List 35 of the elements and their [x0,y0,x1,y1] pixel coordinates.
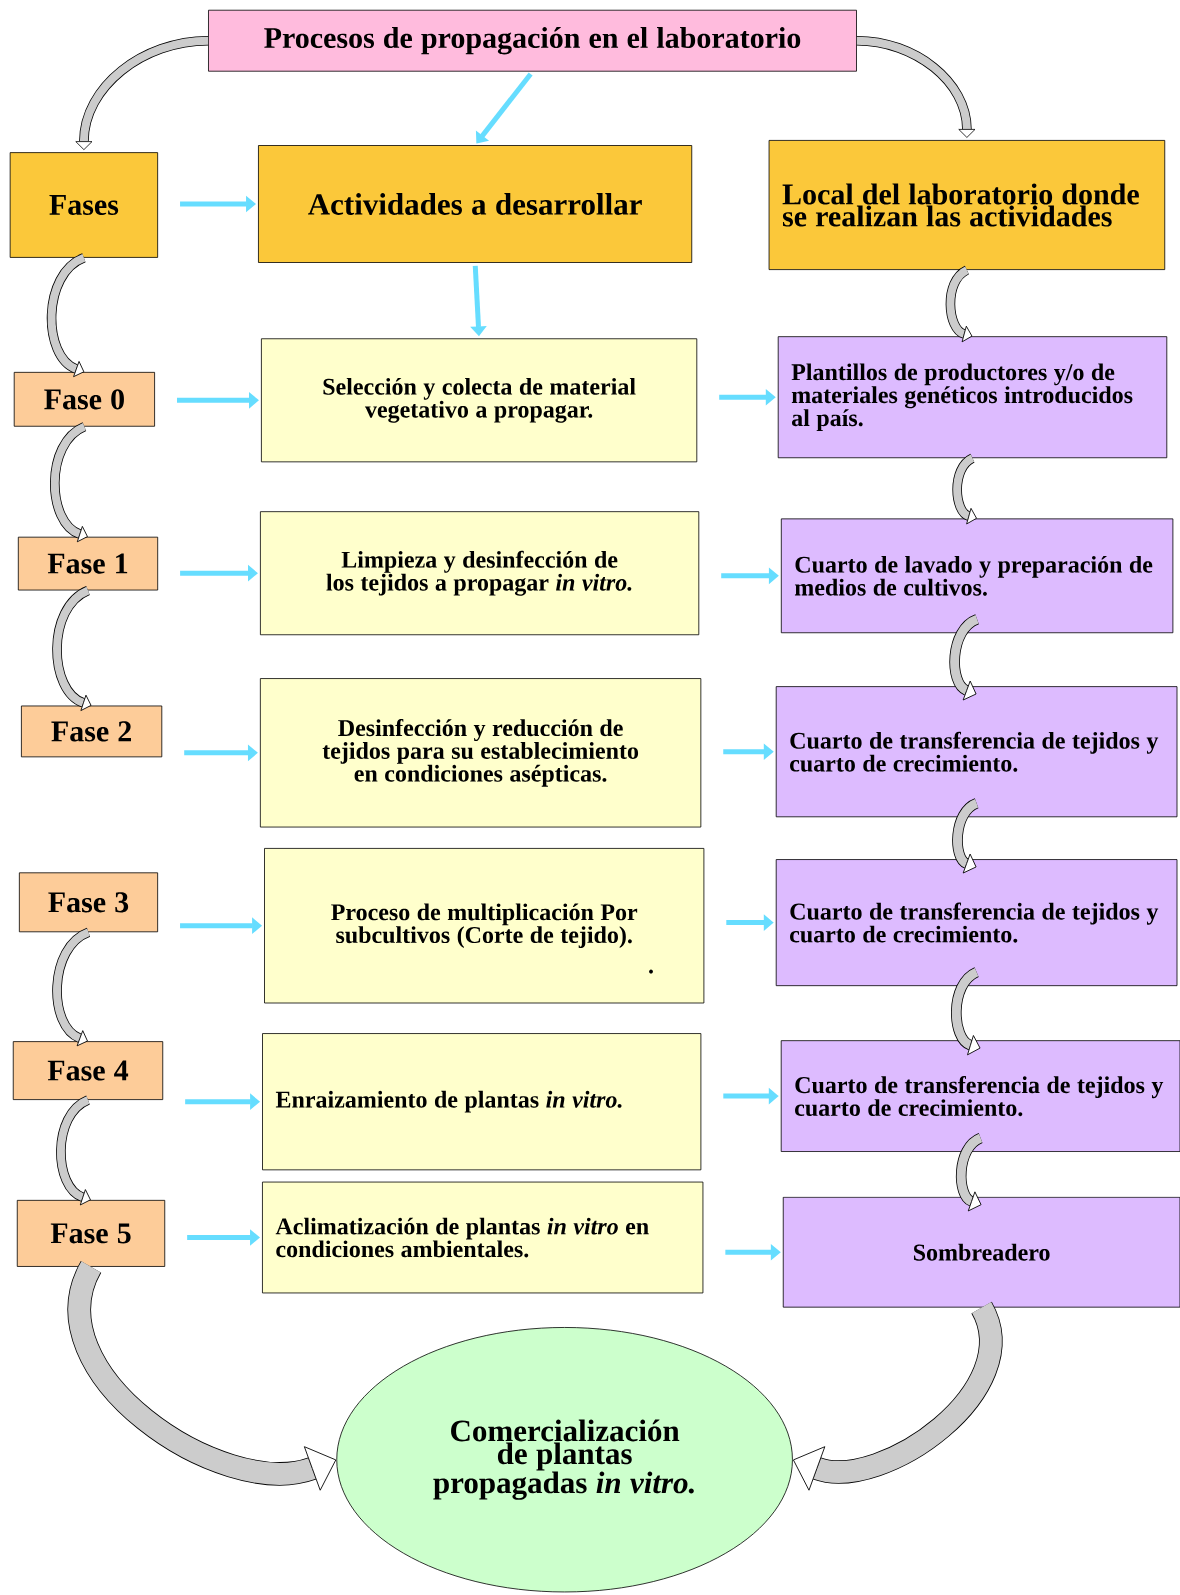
location-box: Plantillos de productores y/o de materiales genéticos introducidos al país. [777,336,1168,459]
curved-arrow [949,614,980,701]
curved-arrow [952,798,980,874]
phase-box: Fase 1 [17,536,159,591]
activity-box: Desinfección y reducción de tejidos para su establecimiento en condiciones asépticas. [259,678,702,828]
phase-box: Fase 5 [16,1199,166,1267]
phase-box: Fase 4 [12,1041,164,1100]
curved-arrow [46,253,87,378]
header-box: Actividades a desarrollar [258,145,693,263]
curved-arrow [56,1095,91,1206]
curved-arrow [945,266,973,343]
curved-arrow [50,422,88,543]
phase-box: Fase 0 [13,371,155,427]
curved-arrow [52,586,92,711]
activity-box: Limpieza y desinfección de los tejidos a propagar in vitro. [260,511,700,636]
curved-arrow [52,927,91,1047]
title-box: Procesos de propagación en el laboratorio [208,9,857,72]
location-box: Cuarto de transferencia de tejidos y cuarto de crecimiento. [780,1040,1180,1152]
phase-box: Fase 3 [18,872,159,933]
activity-box: Enraizamiento de plantas in vitro. [262,1033,702,1171]
curved-arrow [952,454,977,525]
location-box: Cuarto de lavado y preparación de medios de cultivos. [780,518,1174,634]
header-box: Fases [9,152,159,258]
location-box: Cuarto de transferencia de tejidos y cuarto de crecimiento. [775,686,1178,818]
curved-arrow [68,1262,337,1491]
curved-arrow [951,967,981,1056]
activity-box: Selección y colecta de material vegetativo a propagar. [261,338,698,463]
curved-arrow [955,1133,984,1212]
phase-box: Fase 2 [21,705,163,758]
activity-box: Aclimatización de plantas in vitro en condiciones ambientales. [262,1181,704,1294]
location-box: Cuarto de transferencia de tejidos y cuarto de crecimiento. [775,859,1178,987]
curved-arrow [793,1303,1003,1491]
location-box: Sombreadero [782,1196,1180,1308]
header-box: Local del laboratorio donde se realizan las actividades [768,140,1166,270]
note-text: . [649,969,653,974]
